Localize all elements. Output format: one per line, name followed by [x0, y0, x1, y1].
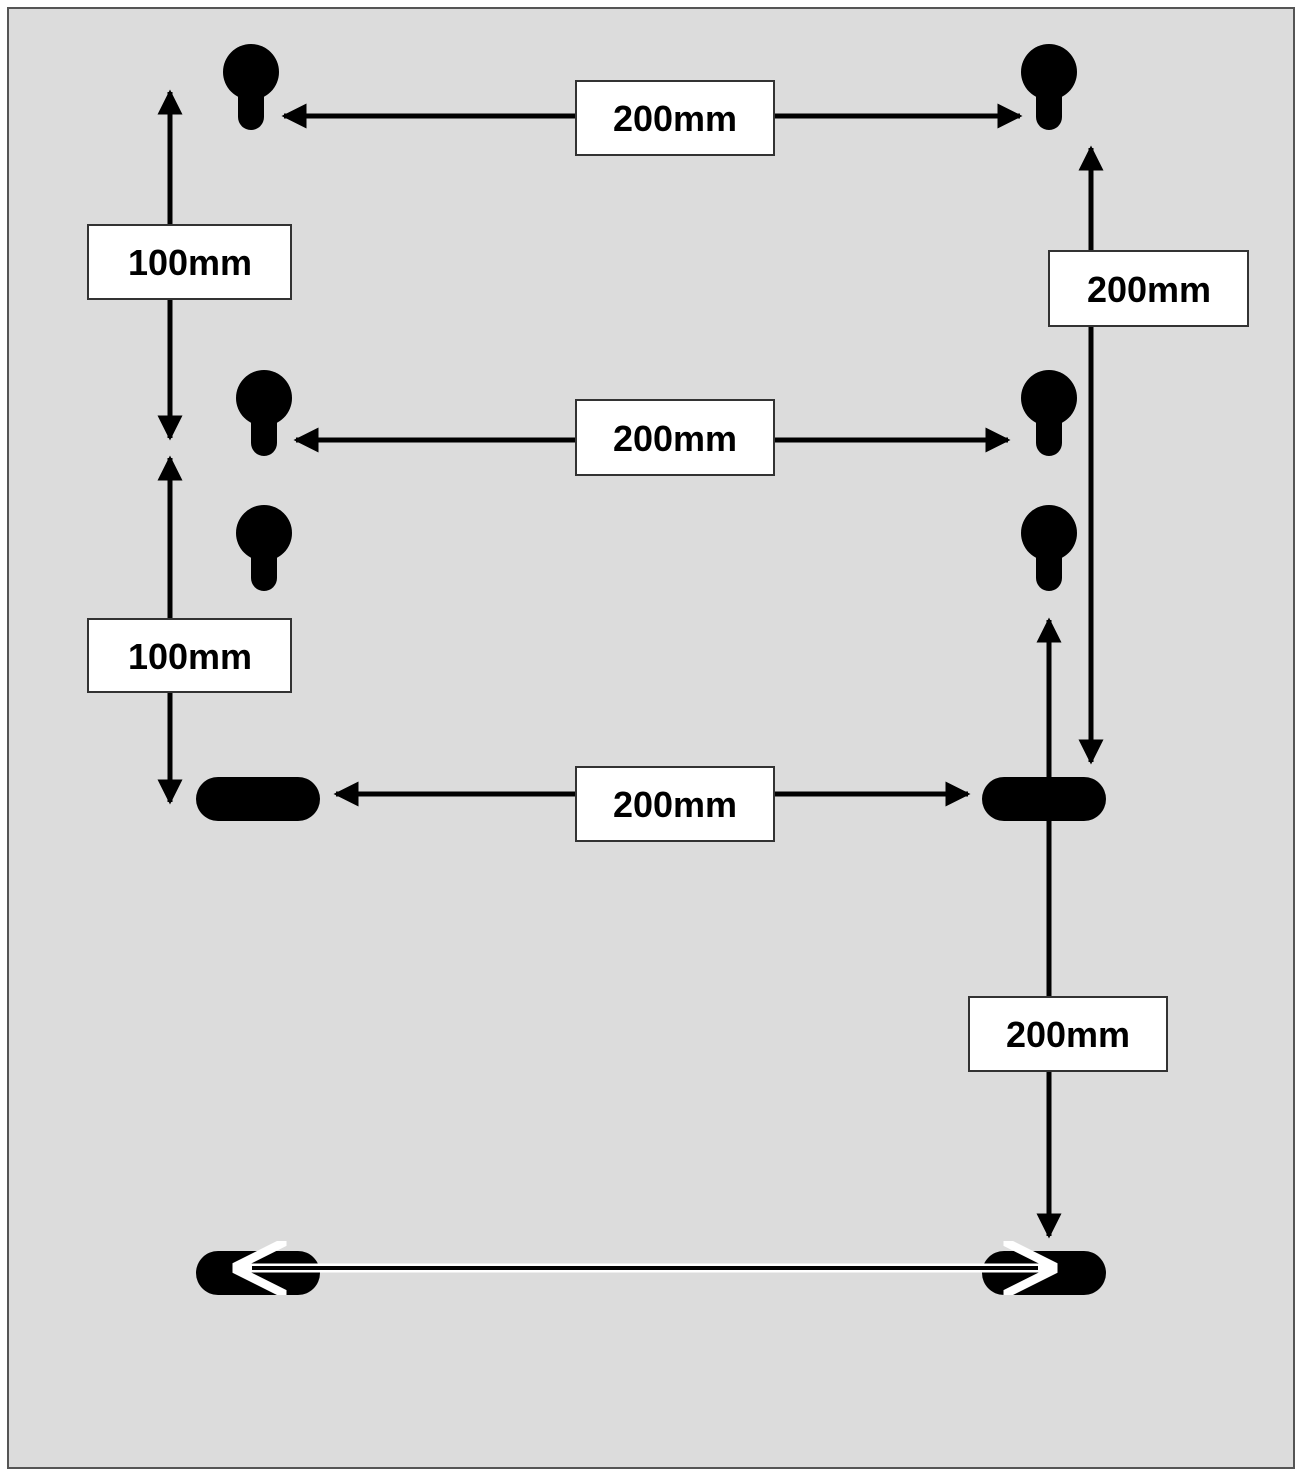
label-lower-vertical-left: 100mm — [87, 618, 292, 693]
keyhole-lower-left — [236, 505, 292, 591]
oblong-slot-icon — [196, 1251, 320, 1295]
keyhole-slot-icon — [236, 370, 292, 456]
keyhole-slot-icon — [1021, 370, 1077, 456]
label-slot-horizontal: 200mm — [575, 766, 775, 842]
keyhole-slot-icon — [1021, 505, 1077, 591]
label-middle-horizontal: 200mm — [575, 399, 775, 476]
label-text: 200mm — [613, 784, 737, 825]
label-text: 200mm — [613, 98, 737, 139]
label-text: 200mm — [1087, 269, 1211, 310]
oblong-slot-icon — [982, 777, 1106, 821]
label-text: 200mm — [613, 418, 737, 459]
label-text: 100mm — [128, 242, 252, 283]
label-upper-vertical-left: 100mm — [87, 224, 292, 300]
keyhole-slot-icon — [1021, 44, 1077, 130]
label-text: 100mm — [128, 636, 252, 677]
label-text: 200mm — [1006, 1014, 1130, 1055]
label-right-vertical-lower: 200mm — [968, 996, 1168, 1072]
keyhole-middle-left — [236, 370, 292, 456]
oblong-slot-icon — [982, 1251, 1106, 1295]
keyhole-slot-icon — [236, 505, 292, 591]
keyhole-middle-right — [1021, 370, 1077, 456]
label-top-horizontal: 200mm — [575, 80, 775, 156]
keyhole-top-left — [223, 44, 279, 130]
keyhole-slot-icon — [223, 44, 279, 130]
keyhole-top-right — [1021, 44, 1077, 130]
oblong-slot-icon — [196, 777, 320, 821]
keyhole-lower-right — [1021, 505, 1077, 591]
label-right-vertical-upper: 200mm — [1048, 250, 1249, 327]
